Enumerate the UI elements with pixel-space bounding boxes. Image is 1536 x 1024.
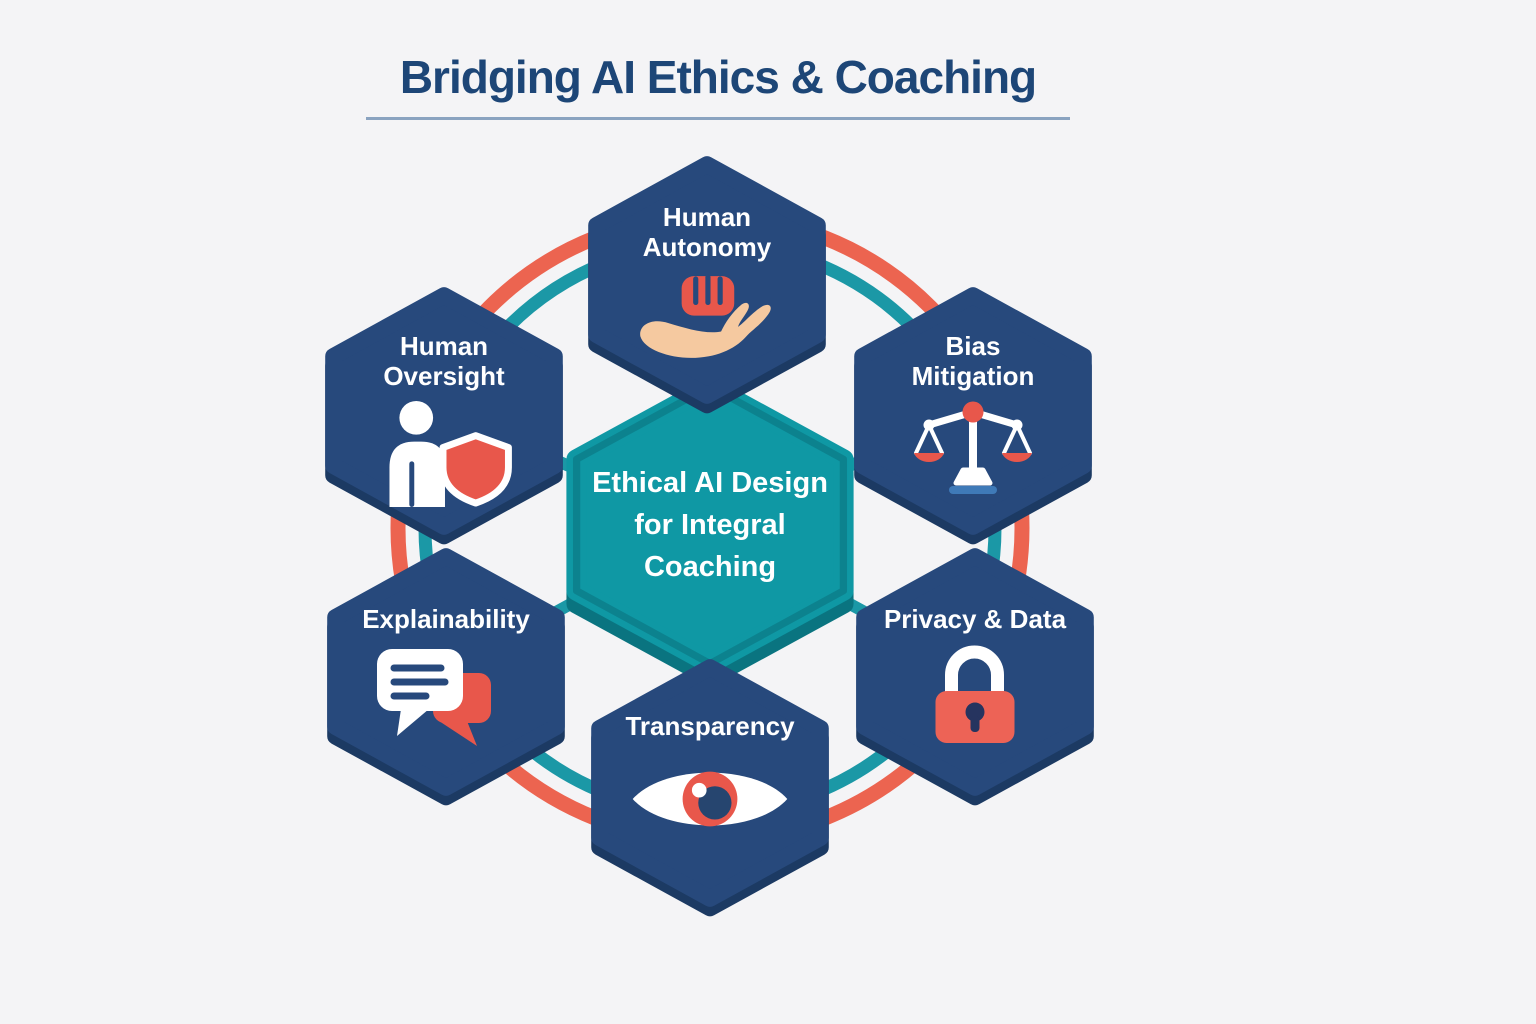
hexagon-label: Human Oversight [383,331,505,391]
center-hexagon: Ethical AI Design for Integral Coaching [565,375,855,687]
eye-icon [632,771,788,827]
page-title: Bridging AI Ethics & Coaching [399,51,1037,103]
hexagon-privacy-data: Privacy & Data [855,547,1095,806]
hexagon-label: Privacy & Data [883,604,1067,634]
hexagon-transparency: Transparency [590,658,830,917]
hexagon-label: Explainability [362,604,530,634]
hexagon-shape [856,548,1094,806]
center-hexagon-label: Ethical AI Design for Integral Coaching [592,466,828,584]
hexagon-explainability: Explainability [326,547,566,806]
speech-bubbles-icon [377,648,491,746]
hexagon-label: Bias Mitigation [911,331,1035,391]
title-block: Bridging AI Ethics & Coaching [366,52,1070,120]
hand-holding-fist-icon [640,274,771,358]
hexagon-human-oversight: Human Oversight [324,286,564,545]
hexagon-label: Transparency [625,711,795,741]
padlock-icon [935,645,1015,743]
hexagon-human-autonomy: Human Autonomy [587,155,827,414]
hexagon-bias-mitigation: Bias Mitigation [853,286,1093,545]
balance-scale-icon [914,401,1032,494]
person-shield-icon [389,400,512,507]
hexagon-label: Human Autonomy [642,202,772,262]
